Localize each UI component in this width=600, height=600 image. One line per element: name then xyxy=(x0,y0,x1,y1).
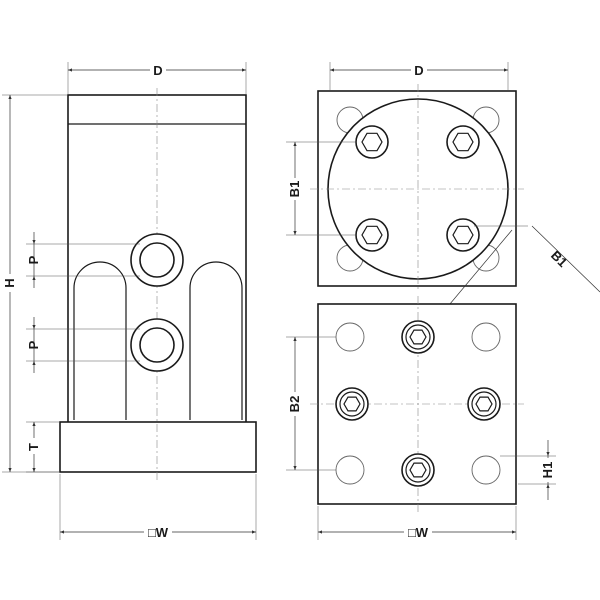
port-lower xyxy=(130,318,184,372)
top-screw xyxy=(446,125,480,159)
bottom-hole xyxy=(335,455,365,485)
top-screw xyxy=(355,218,389,252)
front-view: D H P P T □W xyxy=(1,61,257,540)
front-left-slot xyxy=(73,261,127,420)
top-screw xyxy=(355,125,389,159)
diagonal-spacing-label: B1 xyxy=(548,248,570,270)
top-view: D B1 B1 xyxy=(286,61,600,324)
top-screw xyxy=(446,218,480,252)
port-upper xyxy=(130,233,184,287)
port-pitch-upper-label: P xyxy=(26,255,41,264)
front-base xyxy=(59,421,257,473)
base-thickness-label: T xyxy=(26,443,41,451)
port-pitch-lower-label: P xyxy=(26,340,41,349)
bottom-screw xyxy=(467,387,501,421)
bottom-hole xyxy=(471,322,501,352)
bottom-hole xyxy=(335,322,365,352)
front-base-width-label: □W xyxy=(148,525,169,540)
top-bolt-spacing-label: B1 xyxy=(287,181,302,198)
front-right-slot xyxy=(189,261,243,420)
bottom-hole xyxy=(471,455,501,485)
bottom-screw xyxy=(401,453,435,487)
front-width-label: D xyxy=(153,63,162,78)
bottom-bolt-spacing-label: B2 xyxy=(287,396,302,413)
diagonal-leader xyxy=(531,225,600,293)
bottom-screw xyxy=(401,320,435,354)
bottom-screw xyxy=(335,387,369,421)
bottom-width-label: □W xyxy=(408,525,429,540)
bottom-view: B2 H1 □W xyxy=(286,296,556,540)
top-width-label: D xyxy=(414,63,423,78)
bottom-edge-offset-label: H1 xyxy=(540,462,555,479)
front-height-label: H xyxy=(2,278,17,287)
